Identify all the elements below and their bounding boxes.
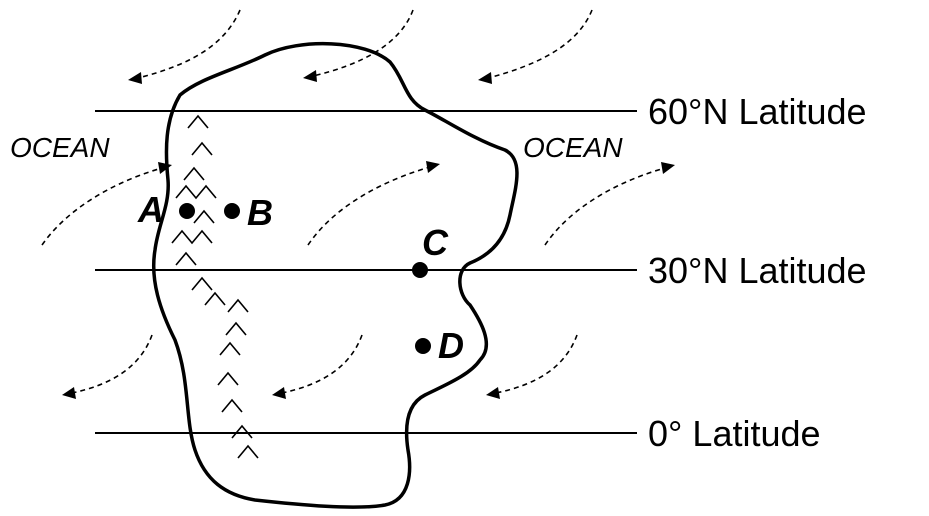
point-b-dot [224, 203, 240, 219]
mountain-icon [204, 291, 226, 306]
wind-arrow [495, 334, 578, 394]
arrowhead-icon [128, 72, 142, 84]
arrowhead-icon [272, 387, 286, 399]
mountain-icon [171, 229, 213, 245]
arrowhead-icon [478, 72, 492, 84]
arrowhead-icon [661, 162, 675, 174]
mountain-icon [227, 298, 249, 313]
point-a-label: A [137, 189, 164, 230]
arrowhead-icon [486, 387, 500, 399]
mountain-icon [175, 184, 217, 200]
point-a-dot [179, 203, 195, 219]
latitude-label-60n: 60°N Latitude [648, 91, 867, 132]
mountain-icon [175, 251, 197, 266]
wind-arrow [544, 167, 666, 246]
wind-arrow [312, 9, 414, 77]
point-c-label: C [422, 222, 449, 263]
mountain-icon [183, 166, 205, 181]
mountain-icon [191, 141, 213, 156]
wind-arrow [487, 9, 593, 79]
arrowhead-icon [426, 161, 440, 173]
point-d-dot [415, 338, 431, 354]
mountain-icon [221, 398, 243, 413]
continent-outline [151, 41, 519, 509]
latitude-label-30n: 30°N Latitude [648, 250, 867, 291]
wind-arrow [307, 166, 431, 246]
arrowhead-icon [303, 70, 317, 82]
wind-arrow [281, 334, 363, 394]
latitude-label-0: 0° Latitude [648, 413, 821, 454]
point-b-label: B [247, 192, 273, 233]
wind-arrow [71, 334, 153, 394]
wind-arrows [41, 9, 675, 399]
mountain-icon [225, 321, 247, 336]
wind-arrow [41, 167, 163, 246]
mountain-icon [193, 209, 215, 224]
point-c-dot [412, 262, 428, 278]
mountain-icon [219, 341, 241, 356]
arrowhead-icon [62, 387, 76, 399]
point-d-label: D [438, 325, 464, 366]
mountain-range [171, 114, 259, 459]
mountain-icon [191, 276, 213, 291]
mountain-icon [217, 371, 239, 386]
ocean-label-west: OCEAN [10, 132, 110, 163]
mountain-icon [237, 444, 259, 459]
wind-arrow [137, 9, 241, 79]
mountain-icon [187, 114, 209, 129]
arrowhead-icon [158, 162, 172, 174]
mountain-icon [231, 424, 253, 439]
ocean-label-east: OCEAN [523, 132, 623, 163]
